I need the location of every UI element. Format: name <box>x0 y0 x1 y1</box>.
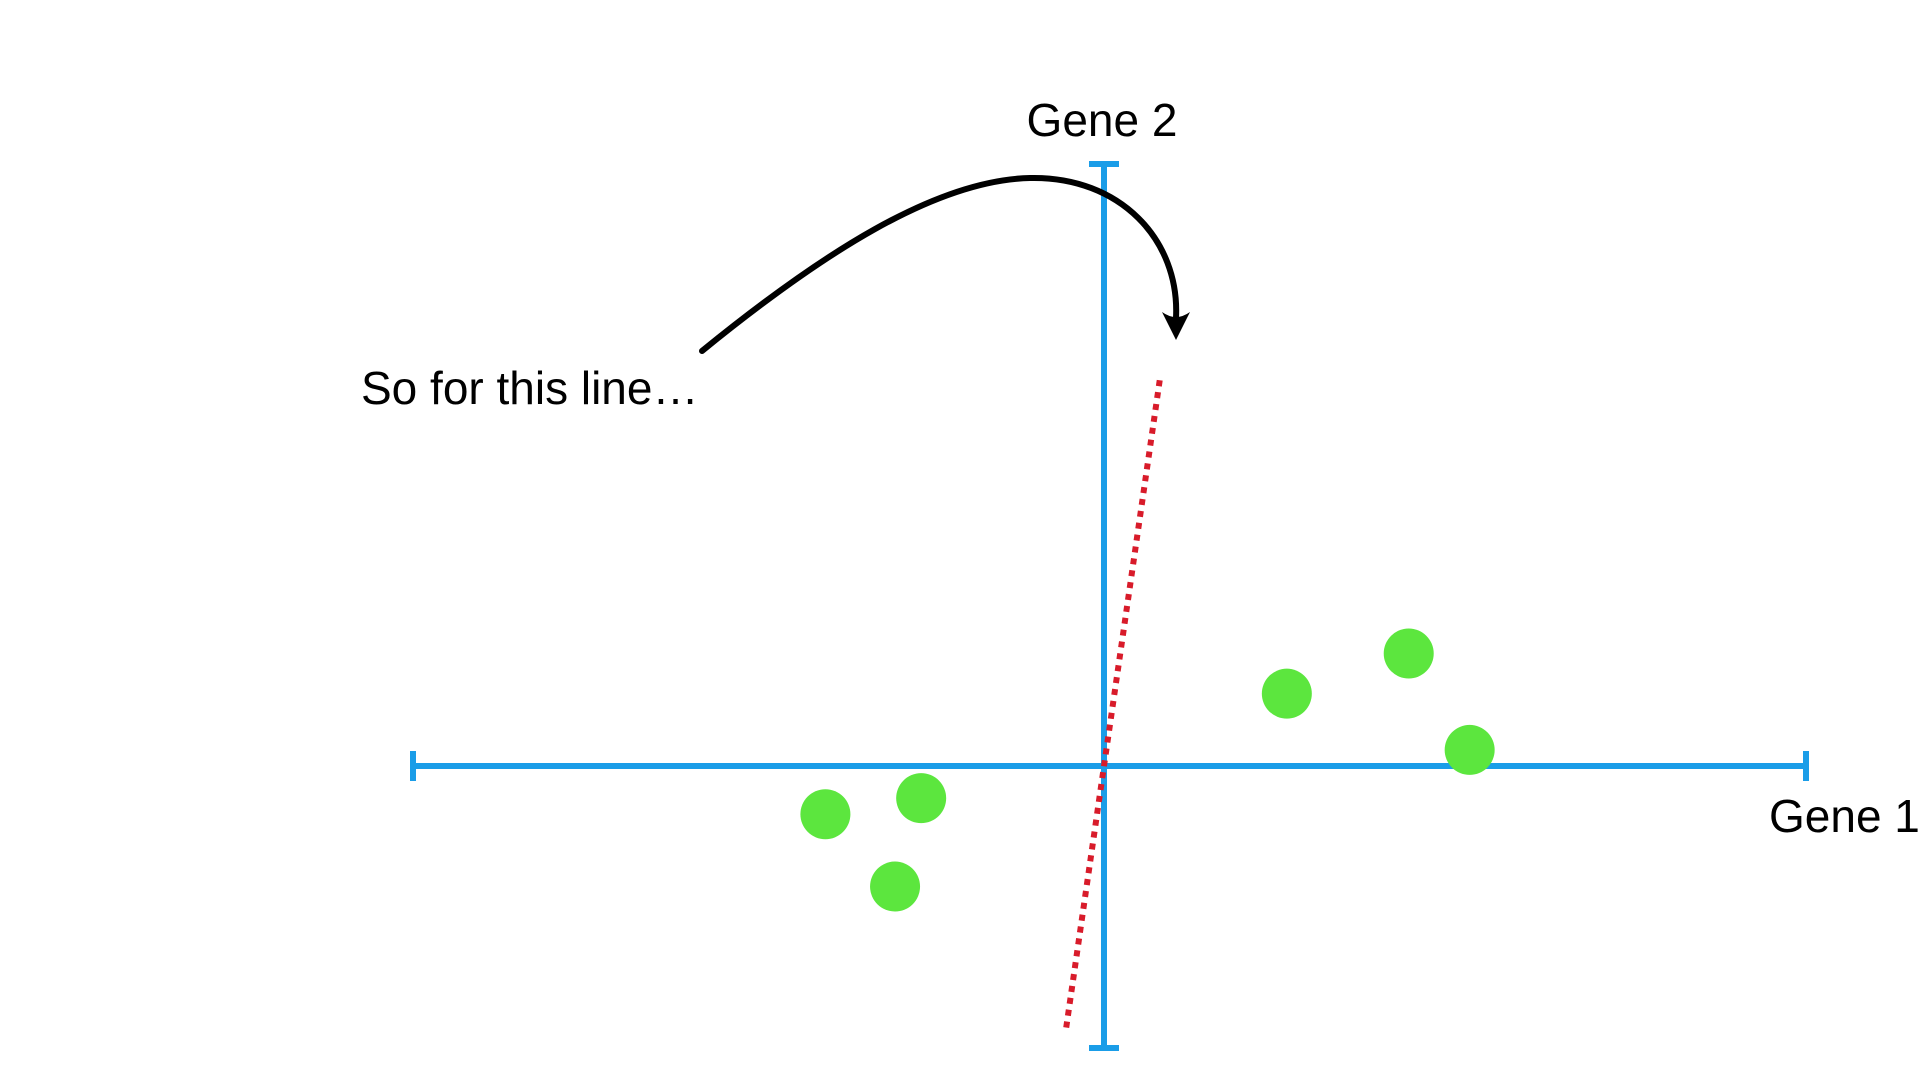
arrowhead-icon <box>1162 312 1190 340</box>
annotation-text: So for this line… <box>361 362 698 414</box>
data-point <box>800 789 851 840</box>
x-axis <box>410 751 1809 781</box>
y-axis-label: Gene 2 <box>1027 94 1178 146</box>
y-axis <box>1089 161 1119 1051</box>
data-point <box>1261 668 1312 719</box>
curved-arrow-icon <box>699 174 1180 354</box>
data-points <box>800 628 1495 912</box>
candidate-fit-line <box>1062 379 1163 1032</box>
data-point <box>896 773 947 824</box>
data-point <box>870 861 921 912</box>
data-point <box>1444 724 1495 775</box>
x-axis-label: Gene 1 <box>1769 790 1920 842</box>
data-point <box>1383 628 1434 679</box>
